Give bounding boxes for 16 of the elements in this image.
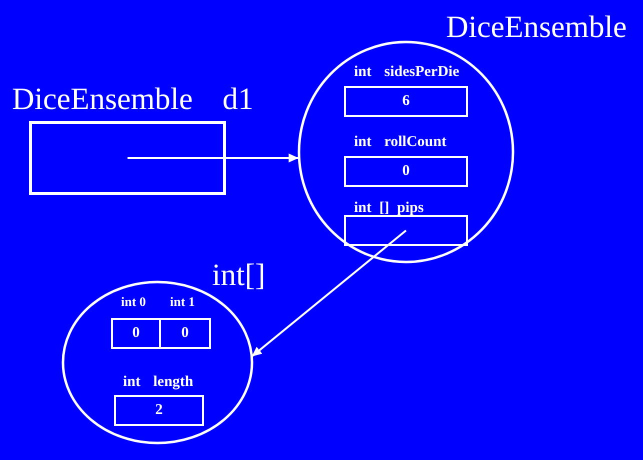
field-label: int rollCount	[354, 134, 446, 150]
field-value: 6	[402, 94, 410, 109]
field-value: 0	[132, 326, 140, 341]
class-name-label: int[]	[212, 258, 266, 292]
field-label: int sidesPerDie	[354, 64, 460, 80]
field-label: int 0	[121, 295, 146, 310]
field-label: int length	[123, 374, 194, 390]
variable-label: DiceEnsemble d1	[12, 82, 254, 116]
field-value: 2	[155, 403, 163, 418]
arrow	[128, 154, 299, 162]
field-label: int [] pips	[354, 200, 424, 216]
field-value: 0	[181, 326, 189, 341]
field-value: 0	[402, 164, 410, 179]
arrow	[251, 230, 407, 358]
field-label: int 1	[170, 295, 195, 310]
class-name-label: DiceEnsemble	[446, 10, 627, 44]
